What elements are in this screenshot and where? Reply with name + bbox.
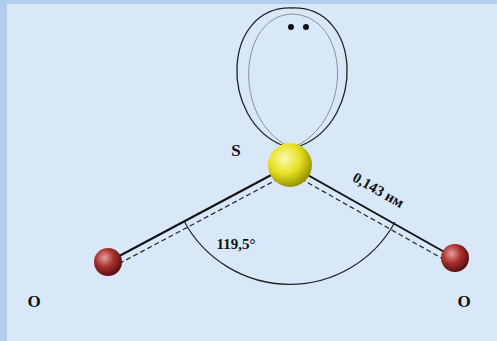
electron-dot [288, 24, 294, 30]
atom-label: O [457, 293, 470, 310]
lone-pair-orbital-inner [249, 14, 338, 146]
bond-line [290, 165, 455, 258]
bond-line [108, 165, 290, 262]
oxygen-atom [94, 248, 122, 276]
atom-label: O [27, 293, 40, 310]
angle-label: 119,5° [217, 237, 256, 252]
electron-dot [303, 24, 309, 30]
bond-length-label: 0,143 нм [350, 170, 406, 211]
oxygen-atom [441, 244, 469, 272]
background-panel [7, 4, 497, 341]
atom-label: S [231, 142, 240, 159]
sulfur-atom [268, 143, 312, 187]
lone-pair-orbital [237, 8, 347, 146]
bond-dashed-line [111, 171, 293, 268]
angle-arc [184, 221, 395, 284]
